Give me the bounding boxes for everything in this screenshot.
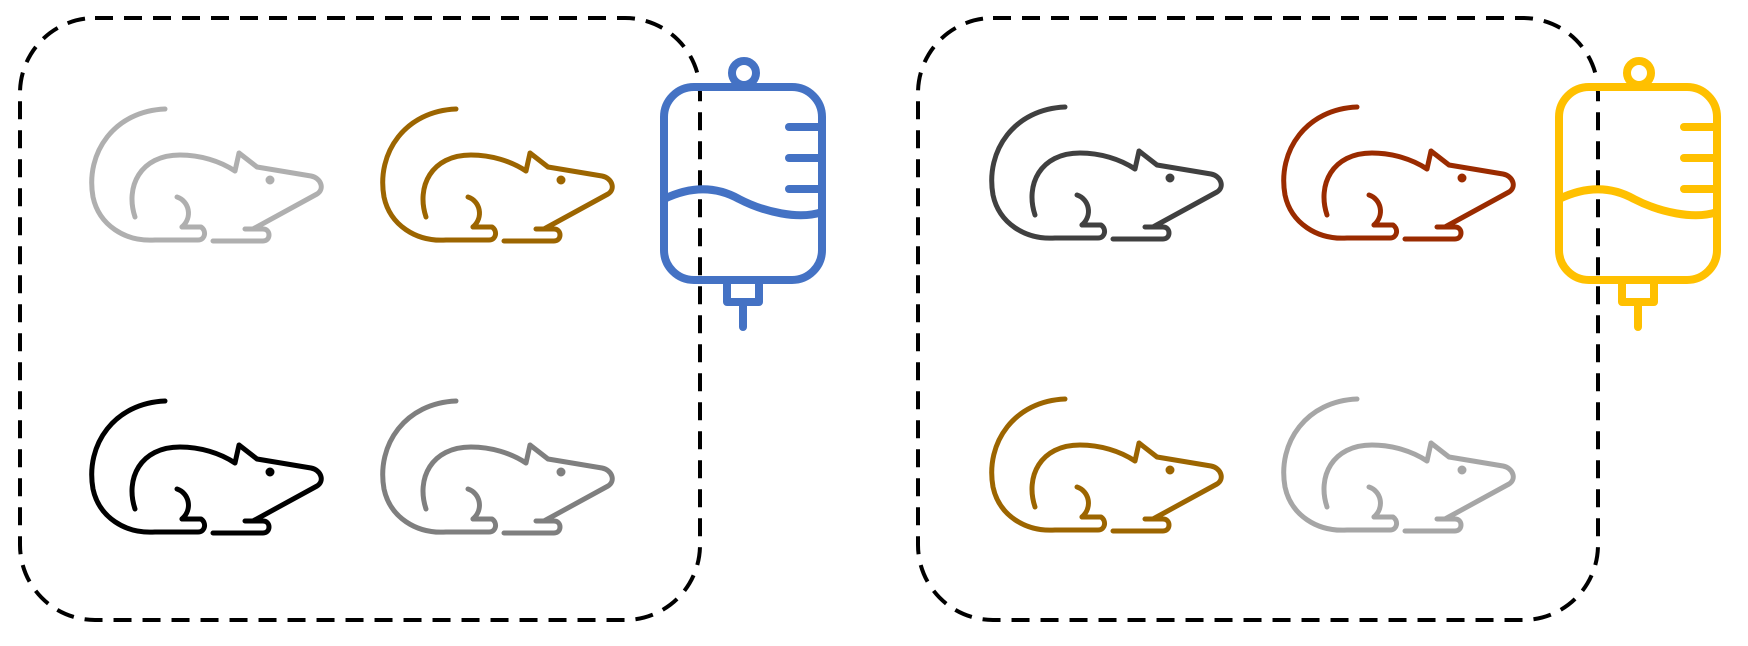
group-1 (18, 16, 822, 622)
group-2-border (916, 16, 1600, 622)
mouse-icon (1284, 399, 1514, 531)
mouse-icon (992, 399, 1222, 531)
mouse-icon (383, 401, 613, 533)
mouse-icon (992, 107, 1222, 239)
iv-bag-icon (664, 61, 822, 327)
group-1-border (18, 16, 702, 622)
iv-bag-icon (1559, 61, 1717, 327)
mouse-icon (1284, 107, 1514, 239)
mouse-icon (383, 109, 613, 241)
mouse-icon (92, 109, 322, 241)
mouse-icon (92, 401, 322, 533)
group-2 (916, 16, 1717, 622)
